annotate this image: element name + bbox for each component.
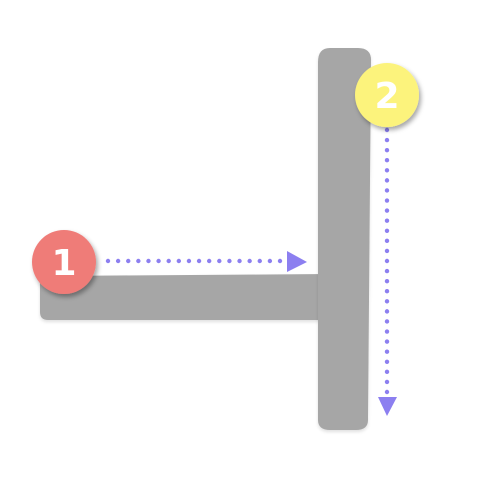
stroke-2-guide-dot — [384, 339, 390, 344]
stroke-1-guide-dot — [126, 258, 131, 264]
step-2-badge: 2 — [355, 63, 419, 127]
stroke-2-guide-dot — [384, 369, 390, 375]
stroke-1-guide-dot — [166, 258, 171, 264]
stroke-2-guide-dot — [384, 349, 390, 354]
stroke-1-guide-dot — [105, 258, 111, 264]
stroke-2-guide-dot — [384, 278, 390, 284]
stroke-2-guide-dot — [384, 228, 390, 233]
stroke-1-guide-dot — [115, 258, 121, 264]
stroke-2-guide-arrowhead — [378, 397, 397, 416]
stroke-2-guide-dot — [384, 299, 390, 304]
step-1-number: 1 — [51, 243, 76, 284]
stroke-1-guide-dot — [237, 258, 242, 264]
stroke-2-guide-dot — [384, 178, 390, 183]
stroke-1-horizontal — [40, 274, 350, 320]
stroke-2-guide-dot — [384, 137, 390, 143]
stroke-2-guide-dot — [384, 359, 390, 364]
stroke-1-guide-dot — [196, 258, 202, 264]
stroke-1-guide-dot — [156, 258, 161, 264]
stroke-1-direction-arrow — [105, 251, 307, 272]
stroke-2-guide-dot — [384, 289, 390, 294]
stroke-2-guide-dot — [384, 248, 390, 254]
stroke-2-guide-dot — [384, 268, 390, 274]
stroke-2-guide-dot — [384, 127, 390, 133]
stroke-2-guide-dot — [384, 258, 390, 264]
stroke-2-direction-arrow — [378, 127, 397, 416]
stroke-2-vertical — [318, 48, 372, 430]
stroke-1-guide-arrowhead — [287, 251, 307, 272]
stroke-2-guide-dot — [384, 218, 390, 223]
stroke-2-guide-dot — [384, 309, 390, 314]
stroke-2-guide-dot — [384, 188, 390, 193]
stroke-1-guide-dot — [227, 258, 232, 264]
stroke-2-guide-dot — [384, 208, 390, 213]
stroke-1-guide-dot — [217, 258, 222, 264]
stroke-1-guide-dot — [206, 258, 212, 264]
stroke-1-guide-dot — [267, 258, 273, 264]
stroke-1-guide-dot — [277, 258, 283, 264]
stroke-1-guide-dot — [176, 258, 182, 264]
stroke-1-guide-dot — [247, 258, 252, 264]
stroke-2-guide-dot — [384, 379, 390, 385]
step-2-number: 2 — [374, 76, 399, 117]
stroke-1-guide-dot — [146, 258, 151, 264]
stroke-1-guide-dot — [186, 258, 192, 264]
stroke-2-guide-dot — [384, 168, 390, 173]
stroke-2-guide-dot — [384, 389, 390, 395]
stroke-2-guide-dot — [384, 238, 390, 244]
stroke-1-guide-dot — [257, 258, 262, 264]
stroke-2-guide-dot — [384, 319, 390, 324]
step-1-badge: 1 — [32, 230, 96, 294]
stroke-2-guide-dot — [384, 147, 390, 153]
stroke-1-guide-dot — [136, 258, 141, 264]
stroke-2-guide-dot — [384, 158, 390, 163]
stroke-2-guide-dot — [384, 198, 390, 203]
stroke-2-guide-dot — [384, 329, 390, 334]
